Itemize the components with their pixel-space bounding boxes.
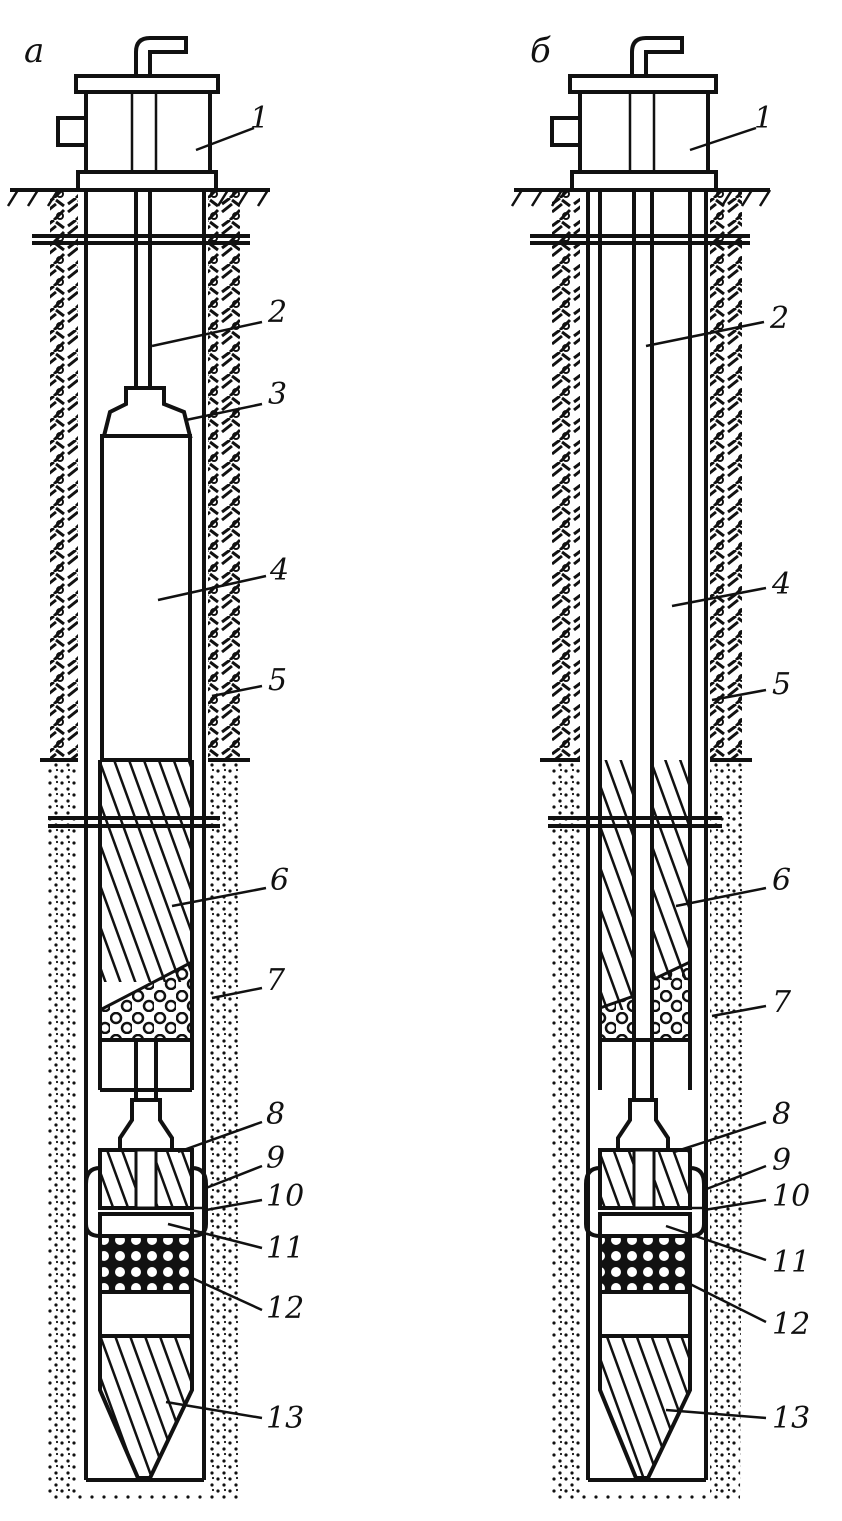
callout-a-1: 1	[250, 101, 269, 136]
callout-b-4: 4	[771, 567, 791, 602]
callout-b-13: 13	[772, 1401, 810, 1436]
wellhead-rod-guide	[130, 92, 158, 172]
callout-b-11: 11	[772, 1245, 810, 1280]
casing-collar-upper-b	[530, 234, 750, 245]
wellhead-body	[84, 88, 212, 174]
wellhead-flange-upper	[74, 74, 220, 94]
drill-shoe-b	[598, 1334, 692, 1480]
callout-a-7: 7	[266, 963, 286, 998]
wellhead-flange-upper-b	[568, 74, 718, 94]
callout-a-11: 11	[266, 1231, 304, 1266]
callout-a-12: 12	[266, 1291, 304, 1326]
panel-b-label: б	[530, 31, 551, 71]
packer-channel-b	[632, 1148, 656, 1210]
wellhead-rod-guide-b	[628, 92, 656, 172]
filter-mesh	[98, 1234, 194, 1294]
bypass-right	[191, 1166, 208, 1238]
callout-b-7: 7	[772, 985, 792, 1020]
filter-mesh-b	[598, 1234, 692, 1294]
wellhead-flange-lower-b	[570, 170, 718, 192]
wellhead-flange-lower	[76, 170, 218, 192]
pump-body	[100, 434, 192, 762]
soil-layer-right-b	[706, 190, 742, 760]
leader-lines	[151, 126, 267, 1420]
bypass-right-b	[689, 1166, 706, 1238]
panel-b: б	[510, 31, 810, 1500]
packer-channel	[134, 1148, 158, 1210]
callout-b-5: 5	[772, 667, 791, 702]
wellhead-outlet-b	[550, 116, 580, 147]
callout-a-3: 3	[268, 377, 287, 412]
clay-seal-left-b	[600, 760, 634, 1010]
bypass-left	[84, 1166, 101, 1238]
panel-b-callouts: 1 2 4 5 6 7 8 9 10 11 12 13	[754, 101, 810, 1436]
wellhead-body-b	[578, 88, 710, 174]
clay-seal-right-b	[652, 760, 690, 980]
inner-tube-b	[598, 1040, 692, 1090]
bypass-left-b	[584, 1166, 601, 1238]
panel-a-callouts: 1 2 3 4 5 6 7 8 9 10 11 12 13	[250, 101, 304, 1436]
chamber-b	[598, 1212, 692, 1238]
filter-sump	[98, 1290, 194, 1338]
callout-a-13: 13	[266, 1401, 304, 1436]
clay-seal	[100, 760, 192, 982]
casing-collar-upper	[32, 234, 250, 245]
callout-b-12: 12	[772, 1307, 810, 1342]
callout-a-10: 10	[266, 1179, 304, 1214]
leader-lines-b	[645, 126, 767, 1420]
wellhead-gooseneck	[134, 36, 188, 76]
callout-b-1: 1	[754, 101, 773, 136]
wellhead-gooseneck-b	[630, 36, 684, 76]
callout-a-2: 2	[267, 295, 287, 330]
callout-b-2: 2	[769, 301, 789, 336]
inner-tube	[98, 1040, 194, 1100]
panel-a: а	[6, 31, 304, 1500]
filter-sump-b	[598, 1290, 692, 1338]
callout-b-10: 10	[772, 1179, 810, 1214]
callout-b-9: 9	[772, 1143, 791, 1178]
callout-a-5: 5	[268, 663, 287, 698]
pump-rod	[134, 190, 152, 388]
callout-b-8: 8	[772, 1097, 791, 1132]
callout-a-8: 8	[266, 1097, 285, 1132]
chamber	[98, 1212, 194, 1238]
drill-shoe	[98, 1334, 194, 1480]
callout-a-9: 9	[266, 1141, 285, 1176]
soil-layer-right	[204, 190, 240, 760]
callout-a-6: 6	[270, 863, 289, 898]
wellhead-outlet	[56, 116, 86, 147]
callout-b-6: 6	[772, 863, 791, 898]
callout-a-4: 4	[269, 553, 289, 588]
panel-a-label: а	[24, 31, 44, 71]
